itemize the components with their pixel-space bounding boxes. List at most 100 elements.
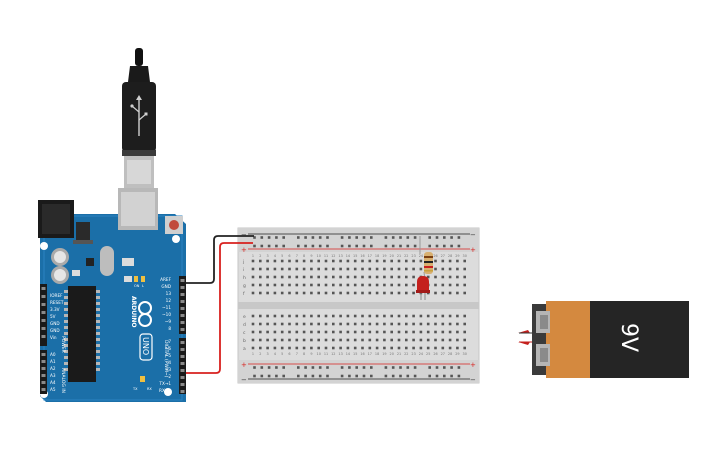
breadboard-hole[interactable]	[443, 236, 446, 239]
breadboard-hole[interactable]	[267, 366, 271, 369]
breadboard-hole[interactable]	[441, 259, 445, 263]
breadboard-hole[interactable]	[361, 346, 364, 350]
usb-cable[interactable]	[122, 48, 156, 188]
breadboard-hole[interactable]	[302, 283, 306, 287]
breadboard-hole[interactable]	[318, 244, 322, 248]
breadboard-hole[interactable]	[326, 244, 329, 248]
breadboard-hole[interactable]	[457, 366, 461, 369]
breadboard-hole[interactable]	[353, 314, 357, 318]
breadboard-hole[interactable]	[346, 338, 350, 342]
breadboard-hole[interactable]	[405, 314, 408, 318]
breadboard-hole[interactable]	[390, 267, 393, 271]
breadboard-hole[interactable]	[266, 275, 269, 279]
breadboard-hole[interactable]	[355, 244, 358, 248]
breadboard-hole[interactable]	[456, 330, 459, 334]
breadboard-hole[interactable]	[273, 338, 277, 342]
breadboard-hole[interactable]	[324, 267, 328, 271]
breadboard-hole[interactable]	[463, 283, 466, 287]
breadboard-hole[interactable]	[260, 374, 264, 378]
breadboard-hole[interactable]	[259, 259, 262, 263]
breadboard-hole[interactable]	[397, 283, 401, 287]
breadboard-hole[interactable]	[346, 291, 350, 295]
breadboard-hole[interactable]	[390, 314, 393, 318]
breadboard-hole[interactable]	[391, 374, 395, 378]
breadboard-hole[interactable]	[412, 291, 415, 295]
breadboard-hole[interactable]	[302, 267, 306, 271]
breadboard-hole[interactable]	[443, 374, 446, 378]
breadboard-hole[interactable]	[435, 374, 439, 378]
breadboard-hole[interactable]	[304, 244, 307, 248]
breadboard-hole[interactable]	[280, 330, 284, 334]
breadboard-hole[interactable]	[405, 346, 408, 350]
breadboard-hole[interactable]	[384, 374, 388, 378]
breadboard-hole[interactable]	[441, 314, 445, 318]
breadboard-hole[interactable]	[412, 338, 415, 342]
breadboard-hole[interactable]	[302, 314, 306, 318]
breadboard-hole[interactable]	[324, 259, 328, 263]
breadboard-hole[interactable]	[361, 314, 364, 318]
breadboard-hole[interactable]	[362, 374, 366, 378]
breadboard-hole[interactable]	[275, 366, 278, 369]
breadboard-hole[interactable]	[419, 267, 423, 271]
breadboard-hole[interactable]	[383, 275, 386, 279]
breadboard-hole[interactable]	[362, 244, 366, 248]
breadboard-hole[interactable]	[346, 275, 350, 279]
breadboard-hole[interactable]	[260, 244, 264, 248]
breadboard-hole[interactable]	[448, 291, 452, 295]
arduino-uno-board[interactable]: AREF GND 13 12 ~11 ~10 ~9 8 7 ~6 ~5 4 ~3…	[38, 188, 186, 402]
breadboard-hole[interactable]	[434, 283, 437, 287]
breadboard-hole[interactable]	[463, 275, 466, 279]
breadboard-hole[interactable]	[375, 275, 379, 279]
breadboard-hole[interactable]	[251, 346, 255, 350]
breadboard-hole[interactable]	[340, 366, 344, 369]
breadboard-hole[interactable]	[406, 244, 410, 248]
breadboard-hole[interactable]	[295, 291, 299, 295]
breadboard-hole[interactable]	[304, 366, 307, 369]
breadboard-hole[interactable]	[390, 259, 393, 263]
breadboard-hole[interactable]	[413, 366, 417, 369]
breadboard-hole[interactable]	[405, 267, 408, 271]
breadboard-hole[interactable]	[332, 338, 335, 342]
breadboard-hole[interactable]	[259, 291, 262, 295]
breadboard-hole[interactable]	[324, 338, 328, 342]
breadboard-hole[interactable]	[355, 236, 358, 239]
breadboard-hole[interactable]	[406, 236, 410, 239]
breadboard-hole[interactable]	[353, 283, 357, 287]
breadboard-hole[interactable]	[426, 338, 430, 342]
breadboard-hole[interactable]	[412, 330, 415, 334]
breadboard-hole[interactable]	[413, 236, 417, 239]
breadboard-hole[interactable]	[397, 330, 401, 334]
breadboard-hole[interactable]	[266, 267, 269, 271]
breadboard-hole[interactable]	[332, 314, 335, 318]
breadboard-hole[interactable]	[253, 374, 256, 378]
breadboard-hole[interactable]	[391, 236, 395, 239]
breadboard-hole[interactable]	[384, 236, 388, 239]
breadboard-hole[interactable]	[317, 291, 320, 295]
breadboard-hole[interactable]	[324, 275, 328, 279]
breadboard-hole[interactable]	[310, 338, 313, 342]
breadboard-hole[interactable]	[317, 267, 320, 271]
breadboard-hole[interactable]	[448, 338, 452, 342]
breadboard-hole[interactable]	[304, 374, 307, 378]
breadboard-hole[interactable]	[361, 291, 364, 295]
breadboard-hole[interactable]	[288, 346, 291, 350]
breadboard-hole[interactable]	[310, 283, 313, 287]
breadboard-hole[interactable]	[251, 314, 255, 318]
breadboard-hole[interactable]	[317, 259, 320, 263]
breadboard-hole[interactable]	[339, 275, 342, 279]
breadboard-hole[interactable]	[251, 330, 255, 334]
breadboard-hole[interactable]	[280, 314, 284, 318]
breadboard-hole[interactable]	[375, 322, 379, 326]
breadboard-hole[interactable]	[448, 275, 452, 279]
breadboard-hole[interactable]	[340, 244, 344, 248]
breadboard-hole[interactable]	[251, 322, 255, 326]
breadboard-hole[interactable]	[288, 322, 291, 326]
breadboard-hole[interactable]	[332, 267, 335, 271]
breadboard-hole[interactable]	[348, 366, 351, 369]
breadboard-hole[interactable]	[375, 346, 379, 350]
breadboard-hole[interactable]	[295, 338, 299, 342]
breadboard-hole[interactable]	[340, 374, 344, 378]
breadboard-hole[interactable]	[375, 259, 379, 263]
breadboard-hole[interactable]	[456, 267, 459, 271]
breadboard-hole[interactable]	[463, 267, 466, 271]
